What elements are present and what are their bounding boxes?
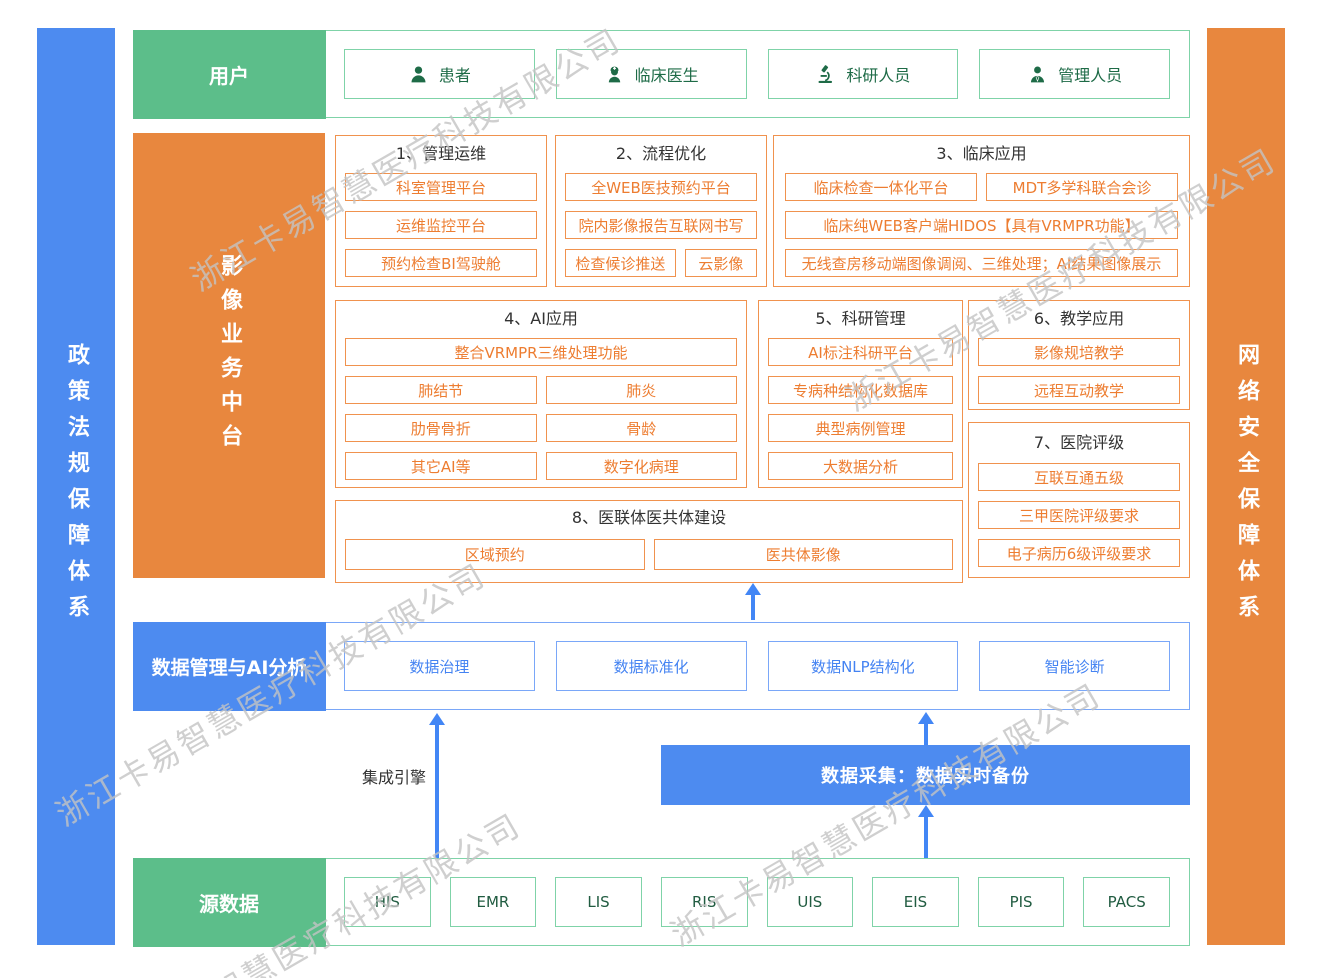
user-box-patient: 患者 bbox=[344, 49, 535, 99]
source-system-box: EIS bbox=[872, 877, 959, 927]
section-management-ops: 1、管理运维 科室管理平台 运维监控平台 预约检查BI驾驶舱 bbox=[335, 135, 547, 287]
platform-item: 典型病例管理 bbox=[768, 414, 953, 442]
users-row-items: 患者 临床医生 科研人员 管理人员 bbox=[344, 49, 1170, 99]
platform-item: 数字化病理 bbox=[545, 452, 737, 480]
arrow-collection-to-datamgmt bbox=[918, 712, 934, 745]
platform-item: 影像规培教学 bbox=[978, 338, 1180, 366]
data-mgmt-box: 数据治理 bbox=[344, 641, 535, 691]
platform-item: 临床纯WEB客户端HIDOS【具有VRMPR功能】 bbox=[785, 211, 1178, 239]
platform-item: 云影像 bbox=[684, 249, 757, 277]
user-box-label: 科研人员 bbox=[846, 66, 911, 85]
imaging-platform-label-text: 影像业务中台 bbox=[217, 253, 242, 458]
platform-item: 整合VRMPR三维处理功能 bbox=[345, 338, 737, 366]
section-title: 8、医联体医共体建设 bbox=[571, 508, 727, 527]
left-policy-bar: 政策法规保障体系 bbox=[37, 28, 115, 945]
user-box-label: 临床医生 bbox=[634, 66, 699, 85]
data-mgmt-row-label: 数据管理与AI分析 bbox=[132, 621, 326, 711]
manager-icon bbox=[1031, 66, 1045, 82]
data-collection-bar: 数据采集：数据实时备份 bbox=[661, 745, 1190, 805]
source-data-row: 源数据 HIS EMR LIS RIS UIS EIS PIS PACS bbox=[132, 857, 1190, 947]
data-mgmt-row: 数据管理与AI分析 数据治理 数据标准化 数据NLP结构化 智能诊断 bbox=[132, 621, 1190, 711]
section-ai-apps: 4、AI应用 整合VRMPR三维处理功能 肺结节 肺炎 肋骨骨折 骨龄 其它AI… bbox=[335, 300, 747, 488]
imaging-platform-label: 影像业务中台 bbox=[133, 133, 325, 578]
section-hospital-rating: 7、医院评级 互联互通五级 三甲医院评级要求 电子病历6级评级要求 bbox=[968, 422, 1190, 578]
microscope-icon bbox=[818, 64, 833, 83]
platform-item: 骨龄 bbox=[545, 414, 737, 442]
source-system-box: EMR bbox=[449, 877, 537, 927]
section-medical-consortium: 8、医联体医共体建设 区域预约 医共体影像 bbox=[335, 500, 963, 583]
users-row: 用户 患者 临床医生 科研人员 管理人员 bbox=[132, 29, 1190, 119]
platform-item: 医共体影像 bbox=[653, 539, 953, 570]
section-title: 6、教学应用 bbox=[1033, 309, 1125, 328]
section-research-mgmt: 5、科研管理 AI标注科研平台 专病种结构化数据库 典型病例管理 大数据分析 bbox=[758, 300, 963, 488]
user-box-label: 患者 bbox=[438, 66, 471, 85]
platform-item: 互联互通五级 bbox=[978, 463, 1180, 491]
data-mgmt-items: 数据治理 数据标准化 数据NLP结构化 智能诊断 bbox=[344, 641, 1170, 691]
platform-item: 临床检查一体化平台 bbox=[785, 173, 977, 201]
platform-item: 院内影像报告互联网书写 bbox=[565, 211, 757, 239]
platform-item: 远程互动教学 bbox=[978, 376, 1180, 404]
source-system-box: PIS bbox=[977, 877, 1065, 927]
platform-item: 检查候诊推送 bbox=[565, 249, 676, 277]
section-clinical-apps: 3、临床应用 临床检查一体化平台 MDT多学科联合会诊 临床纯WEB客户端HID… bbox=[773, 135, 1190, 287]
section-teaching-apps: 6、教学应用 影像规培教学 远程互动教学 bbox=[968, 300, 1190, 410]
arrow-integration-engine bbox=[429, 713, 445, 858]
platform-item: 电子病历6级评级要求 bbox=[978, 539, 1180, 567]
source-system-box: UIS bbox=[766, 877, 854, 927]
user-box-clinician: 临床医生 bbox=[555, 49, 747, 99]
user-box-researcher: 科研人员 bbox=[767, 49, 959, 99]
source-system-box: PACS bbox=[1083, 877, 1170, 927]
users-row-label: 用户 bbox=[132, 29, 326, 119]
platform-item: MDT多学科联合会诊 bbox=[986, 173, 1178, 201]
patient-icon bbox=[411, 65, 426, 82]
platform-item: 科室管理平台 bbox=[345, 173, 537, 201]
source-system-box: HIS bbox=[344, 877, 431, 927]
platform-item: 区域预约 bbox=[345, 539, 645, 570]
left-policy-bar-label: 政策法规保障体系 bbox=[64, 342, 89, 631]
user-box-manager: 管理人员 bbox=[979, 49, 1170, 99]
platform-item: 大数据分析 bbox=[768, 452, 953, 480]
platform-item: 专病种结构化数据库 bbox=[768, 376, 953, 404]
source-data-row-label: 源数据 bbox=[132, 857, 326, 947]
section-title: 1、管理运维 bbox=[395, 144, 487, 163]
section-title: 4、AI应用 bbox=[504, 309, 578, 328]
section-process-optimization: 2、流程优化 全WEB医技预约平台 院内影像报告互联网书写 检查候诊推送 云影像 bbox=[555, 135, 767, 287]
integration-engine-label: 集成引擎 bbox=[361, 768, 426, 787]
platform-item: 预约检查BI驾驶舱 bbox=[345, 249, 537, 277]
platform-item: 肺炎 bbox=[545, 376, 737, 404]
platform-item: 无线查房移动端图像调阅、三维处理；AI结果图像展示 bbox=[785, 249, 1178, 277]
platform-item: 运维监控平台 bbox=[345, 211, 537, 239]
platform-item: 全WEB医技预约平台 bbox=[565, 173, 757, 201]
arrow-datamgmt-to-platform bbox=[745, 583, 761, 620]
platform-item: AI标注科研平台 bbox=[768, 338, 953, 366]
doctor-icon bbox=[608, 66, 620, 82]
platform-item: 肺结节 bbox=[345, 376, 537, 404]
source-system-box: RIS bbox=[660, 877, 748, 927]
source-system-box: LIS bbox=[555, 877, 642, 927]
data-mgmt-box: 智能诊断 bbox=[979, 641, 1170, 691]
platform-item: 三甲医院评级要求 bbox=[978, 501, 1180, 529]
data-mgmt-box: 数据标准化 bbox=[555, 641, 747, 691]
section-title: 7、医院评级 bbox=[1033, 433, 1125, 452]
right-security-bar: 网络安全保障体系 bbox=[1207, 28, 1285, 945]
source-data-items: HIS EMR LIS RIS UIS EIS PIS PACS bbox=[344, 877, 1170, 927]
user-box-label: 管理人员 bbox=[1058, 66, 1123, 85]
data-mgmt-box: 数据NLP结构化 bbox=[767, 641, 959, 691]
section-title: 5、科研管理 bbox=[815, 309, 906, 328]
platform-item: 其它AI等 bbox=[345, 452, 537, 480]
right-security-bar-label: 网络安全保障体系 bbox=[1234, 342, 1259, 631]
platform-item: 肋骨骨折 bbox=[345, 414, 537, 442]
section-title: 2、流程优化 bbox=[615, 144, 707, 163]
section-title: 3、临床应用 bbox=[936, 144, 1027, 163]
arrow-source-to-collection bbox=[918, 805, 934, 858]
